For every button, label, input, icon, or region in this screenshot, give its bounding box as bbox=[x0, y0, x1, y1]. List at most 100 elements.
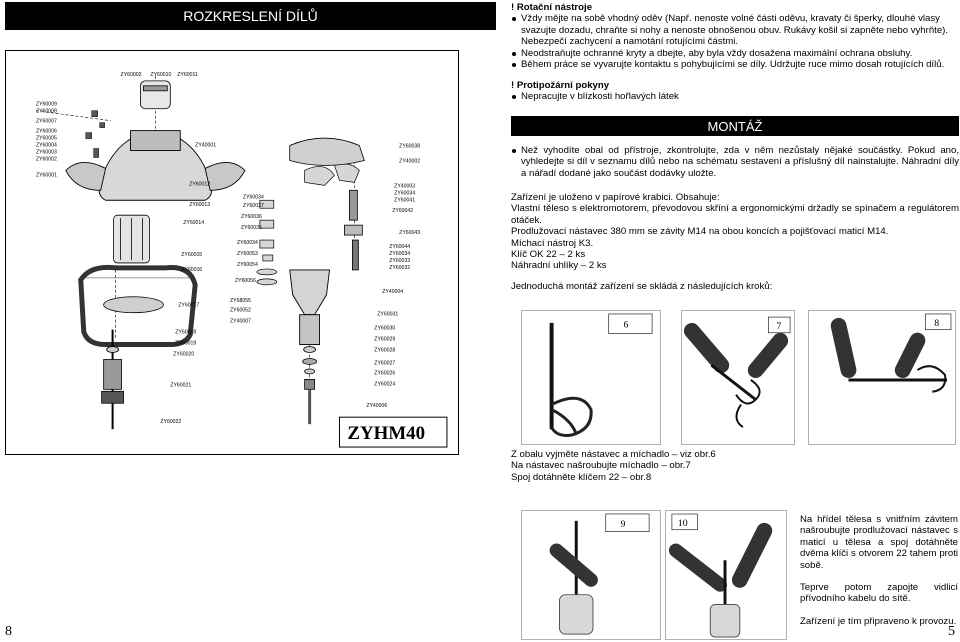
package-contents: Zařízení je uloženo v papírové krabici. … bbox=[511, 192, 959, 272]
part-label: ZY60032 bbox=[389, 265, 410, 271]
part-label: ZY60005 bbox=[36, 136, 57, 142]
photo-number: 6 bbox=[624, 320, 629, 331]
photo-step-9: 9 bbox=[521, 510, 661, 640]
part-label: ZY60004 bbox=[36, 143, 57, 149]
armature bbox=[101, 329, 124, 430]
part-label: ZY60018 bbox=[175, 330, 196, 336]
part-label: ZY60006 bbox=[36, 129, 57, 135]
fire-section: ! Protipožární pokyny Nepracujte v blízk… bbox=[511, 80, 959, 103]
part-label: ZY60034 bbox=[389, 251, 410, 257]
part-label: ZY60044 bbox=[389, 244, 410, 250]
part-label: ZY60036 bbox=[241, 214, 262, 220]
part-label: ZY60002 bbox=[121, 72, 142, 78]
photo-step-6: 6 bbox=[521, 310, 661, 445]
part-label: ZY60038 bbox=[399, 144, 420, 150]
part-label: ZY60026 bbox=[374, 370, 395, 376]
part-label: ZY60034 bbox=[394, 190, 415, 196]
upper-housing bbox=[65, 130, 246, 201]
part-label: ZY60031 bbox=[377, 312, 398, 318]
motor-cap bbox=[140, 80, 171, 110]
part-label: ZY60056 bbox=[235, 278, 256, 284]
package-line: Prodlužovací nástavec 380 mm se závity M… bbox=[511, 226, 889, 238]
part-label: ZY40002 bbox=[399, 158, 420, 164]
gear-housing-top bbox=[289, 137, 365, 166]
part-label: ZY60003 bbox=[36, 149, 57, 155]
photo-number: 9 bbox=[621, 519, 626, 530]
part-label: ZY60019 bbox=[175, 341, 196, 347]
handle-frame bbox=[78, 264, 198, 348]
rotating-tools-title: ! Rotační nástroje bbox=[511, 2, 593, 13]
part-label: ZY60011 bbox=[177, 72, 198, 78]
assembly-intro: Než vyhodíte obal od přístroje, zkontrol… bbox=[511, 145, 959, 179]
part-label: ZY60021 bbox=[170, 382, 191, 388]
part-label: ZY60042 bbox=[392, 208, 413, 214]
part-label: ZY60020 bbox=[173, 351, 194, 357]
instruction-text: Zařízení je tím připraveno k provozu. bbox=[800, 615, 957, 627]
package-line: Klíč OK 22 – 2 ks bbox=[511, 249, 586, 261]
photo-number: 10 bbox=[678, 518, 688, 529]
package-line: Míchací nástroj K3. bbox=[511, 237, 594, 249]
part-label: ZY40006 bbox=[366, 403, 387, 409]
photo-step-7: 7 bbox=[681, 310, 795, 445]
part-label: ZY60013 bbox=[189, 202, 210, 208]
part-label: ZY60037 bbox=[243, 203, 264, 209]
instruction-text: Na hřídel tělesa s vnitřním závitem našr… bbox=[800, 514, 958, 571]
part-label: ZY60028 bbox=[374, 348, 395, 354]
gear-parts bbox=[256, 163, 360, 286]
part-label: ZY40004 bbox=[382, 289, 403, 295]
package-line: Náhradní uhlíky – 2 ks bbox=[511, 260, 607, 272]
part-label: ZY60017 bbox=[178, 303, 199, 309]
part-label: ZY60043 bbox=[399, 230, 420, 236]
part-label: ZY60034 bbox=[243, 194, 264, 200]
part-label: ZY60008 bbox=[36, 109, 57, 115]
instruction-text: Teprve potom zapojte vidlicí přívodního … bbox=[800, 582, 958, 605]
rotating-item: Neodstraňujte ochranné kryty a dbejte, a… bbox=[511, 48, 959, 59]
lower-housing bbox=[289, 269, 331, 345]
page-number-left: 8 bbox=[5, 624, 12, 639]
step-line: Na nástavec našroubujte míchadlo – obr.7 bbox=[511, 460, 691, 472]
part-label: ZY60041 bbox=[394, 197, 415, 203]
part-label: ZY60053 bbox=[237, 251, 258, 257]
part-label: ZY60012 bbox=[189, 181, 210, 187]
part-label: ZY60007 bbox=[36, 119, 57, 125]
part-label: ZY60015 bbox=[181, 252, 202, 258]
part-label: ZY60022 bbox=[160, 419, 181, 425]
part-label: ZY60033 bbox=[389, 258, 410, 264]
part-label: ZY60054 bbox=[237, 262, 258, 268]
part-label: ZY40003 bbox=[394, 183, 415, 189]
part-label: ZY60014 bbox=[183, 220, 204, 226]
part-label: ZY40007 bbox=[230, 319, 251, 325]
photo-number: 7 bbox=[776, 321, 781, 332]
part-label: ZY60024 bbox=[374, 381, 395, 387]
exploded-parts-diagram: ZY60002 ZY60010 ZY60011 ZY60009 ZY60008 … bbox=[5, 50, 459, 455]
part-label: ZY40001 bbox=[195, 143, 216, 149]
part-label: ZY60010 bbox=[150, 72, 171, 78]
step-line: Spoj dotáhněte klíčem 22 – obr.8 bbox=[511, 471, 652, 483]
final-instructions: Na hřídel tělesa s vnitřním závitem našr… bbox=[800, 514, 958, 627]
stator bbox=[113, 214, 150, 264]
photo-step-8: 8 bbox=[808, 310, 956, 445]
part-label: ZY60030 bbox=[374, 326, 395, 332]
fire-title: ! Protipožární pokyny bbox=[511, 80, 610, 91]
photo-step-10: 10 bbox=[665, 510, 787, 640]
rotating-tools-section: ! Rotační nástroje Vždy mějte na sobě vh… bbox=[511, 2, 959, 70]
step-line: Z obalu vyjměte nástavec a míchadlo – vi… bbox=[511, 449, 716, 460]
section-header-assembly: MONTÁŽ bbox=[511, 116, 959, 136]
spindle bbox=[344, 189, 363, 271]
package-line: Vlastní těleso s elektromotorem, převodo… bbox=[511, 203, 959, 226]
part-label: ZY60001 bbox=[36, 172, 57, 178]
rotating-item: Během práce se vyvarujte kontaktu s pohy… bbox=[511, 59, 959, 70]
simple-assembly-text: Jednoduchá montáž zařízení se skládá z n… bbox=[511, 281, 773, 292]
part-label: ZY60027 bbox=[374, 360, 395, 366]
part-label: ZY60029 bbox=[374, 337, 395, 343]
part-label: ZY60034 bbox=[237, 240, 258, 246]
part-label: ZY60035 bbox=[241, 225, 262, 231]
page-number-right: 5 bbox=[948, 624, 955, 639]
fire-item: Nepracujte v blízkosti hořlavých látek bbox=[511, 91, 959, 102]
part-label: ZY68055 bbox=[230, 298, 251, 304]
photo-number: 8 bbox=[934, 318, 939, 329]
rotating-item: Vždy mějte na sobě vhodný oděv (Např. ne… bbox=[511, 13, 959, 47]
model-label: ZYHM40 bbox=[347, 423, 425, 444]
assembly-item: Než vyhodíte obal od přístroje, zkontrol… bbox=[511, 145, 959, 179]
section-header-parts: ROZKRESLENÍ DÍLŮ bbox=[5, 2, 496, 30]
